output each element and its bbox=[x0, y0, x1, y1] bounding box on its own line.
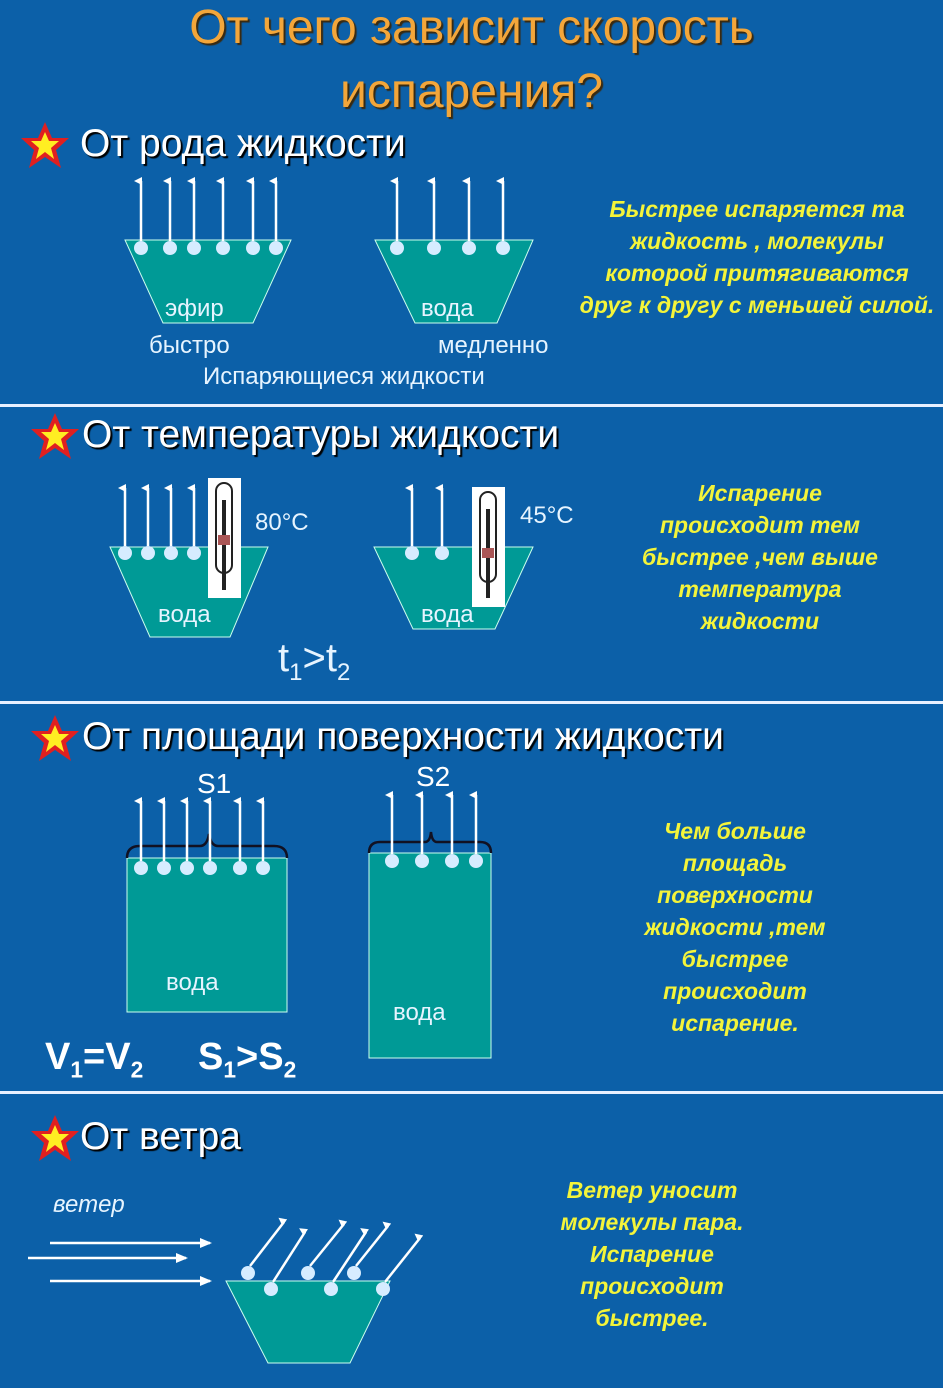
label-ether: эфир bbox=[165, 295, 224, 322]
star-icon bbox=[31, 413, 79, 459]
star-icon bbox=[31, 1115, 79, 1161]
label-water-wide: вода bbox=[166, 969, 219, 996]
thermometer-icon bbox=[472, 487, 505, 607]
section-heading-temperature: От температуры жидкости bbox=[82, 413, 560, 456]
label-water: вода bbox=[421, 295, 474, 322]
label-water-warm: вода bbox=[421, 601, 474, 628]
section-divider bbox=[0, 404, 943, 407]
note-wind: Ветер уносит молекулы пара. Испарение пр… bbox=[560, 1177, 744, 1331]
section-heading-surface-area: От площади поверхности жидкости bbox=[82, 715, 724, 758]
windy-vessel bbox=[225, 1217, 424, 1364]
page-title-line1: От чего зависит скорость bbox=[189, 1, 754, 54]
label-s1: S1 bbox=[197, 768, 232, 799]
formula-t1-gt-t2: t1>t2 bbox=[278, 636, 351, 686]
wide-water-container bbox=[125, 797, 289, 1013]
temperature-80: 80°C bbox=[255, 509, 309, 536]
star-icon bbox=[21, 122, 69, 168]
page-title-line2: испарения? bbox=[340, 65, 603, 118]
label-slow: медленно bbox=[438, 332, 549, 359]
label-wind: ветер bbox=[53, 1191, 125, 1218]
section-divider bbox=[0, 701, 943, 704]
star-icon bbox=[31, 715, 79, 761]
section-heading-wind: От ветра bbox=[80, 1115, 241, 1158]
label-water-narrow: вода bbox=[393, 999, 446, 1026]
note-surface-area: Чем больше площадь поверхности жидкости … bbox=[644, 818, 826, 1036]
note-temperature: Испарение происходит тем быстрее ,чем вы… bbox=[642, 480, 878, 634]
temperature-45: 45°C bbox=[520, 502, 574, 529]
label-fast: быстро bbox=[149, 332, 230, 359]
ether-vessel bbox=[124, 177, 292, 324]
label-water-hot: вода bbox=[158, 601, 211, 628]
thermometer-icon bbox=[208, 478, 241, 598]
section-divider bbox=[0, 1091, 943, 1094]
note-liquid-type: Быстрее испаряется та жидкость , молекул… bbox=[579, 196, 935, 318]
label-s2: S2 bbox=[416, 761, 451, 792]
narrow-water-container bbox=[367, 791, 493, 1059]
caption-evaporating-liquids: Испаряющиеся жидкости bbox=[203, 363, 485, 390]
wind-arrows bbox=[28, 1238, 212, 1286]
section-heading-liquid-type: От рода жидкости bbox=[80, 122, 406, 165]
water-vessel bbox=[374, 177, 534, 324]
formula-s1-gt-s2: S1>S2 bbox=[198, 1036, 297, 1083]
formula-v1-eq-v2: V1=V2 bbox=[45, 1036, 144, 1083]
